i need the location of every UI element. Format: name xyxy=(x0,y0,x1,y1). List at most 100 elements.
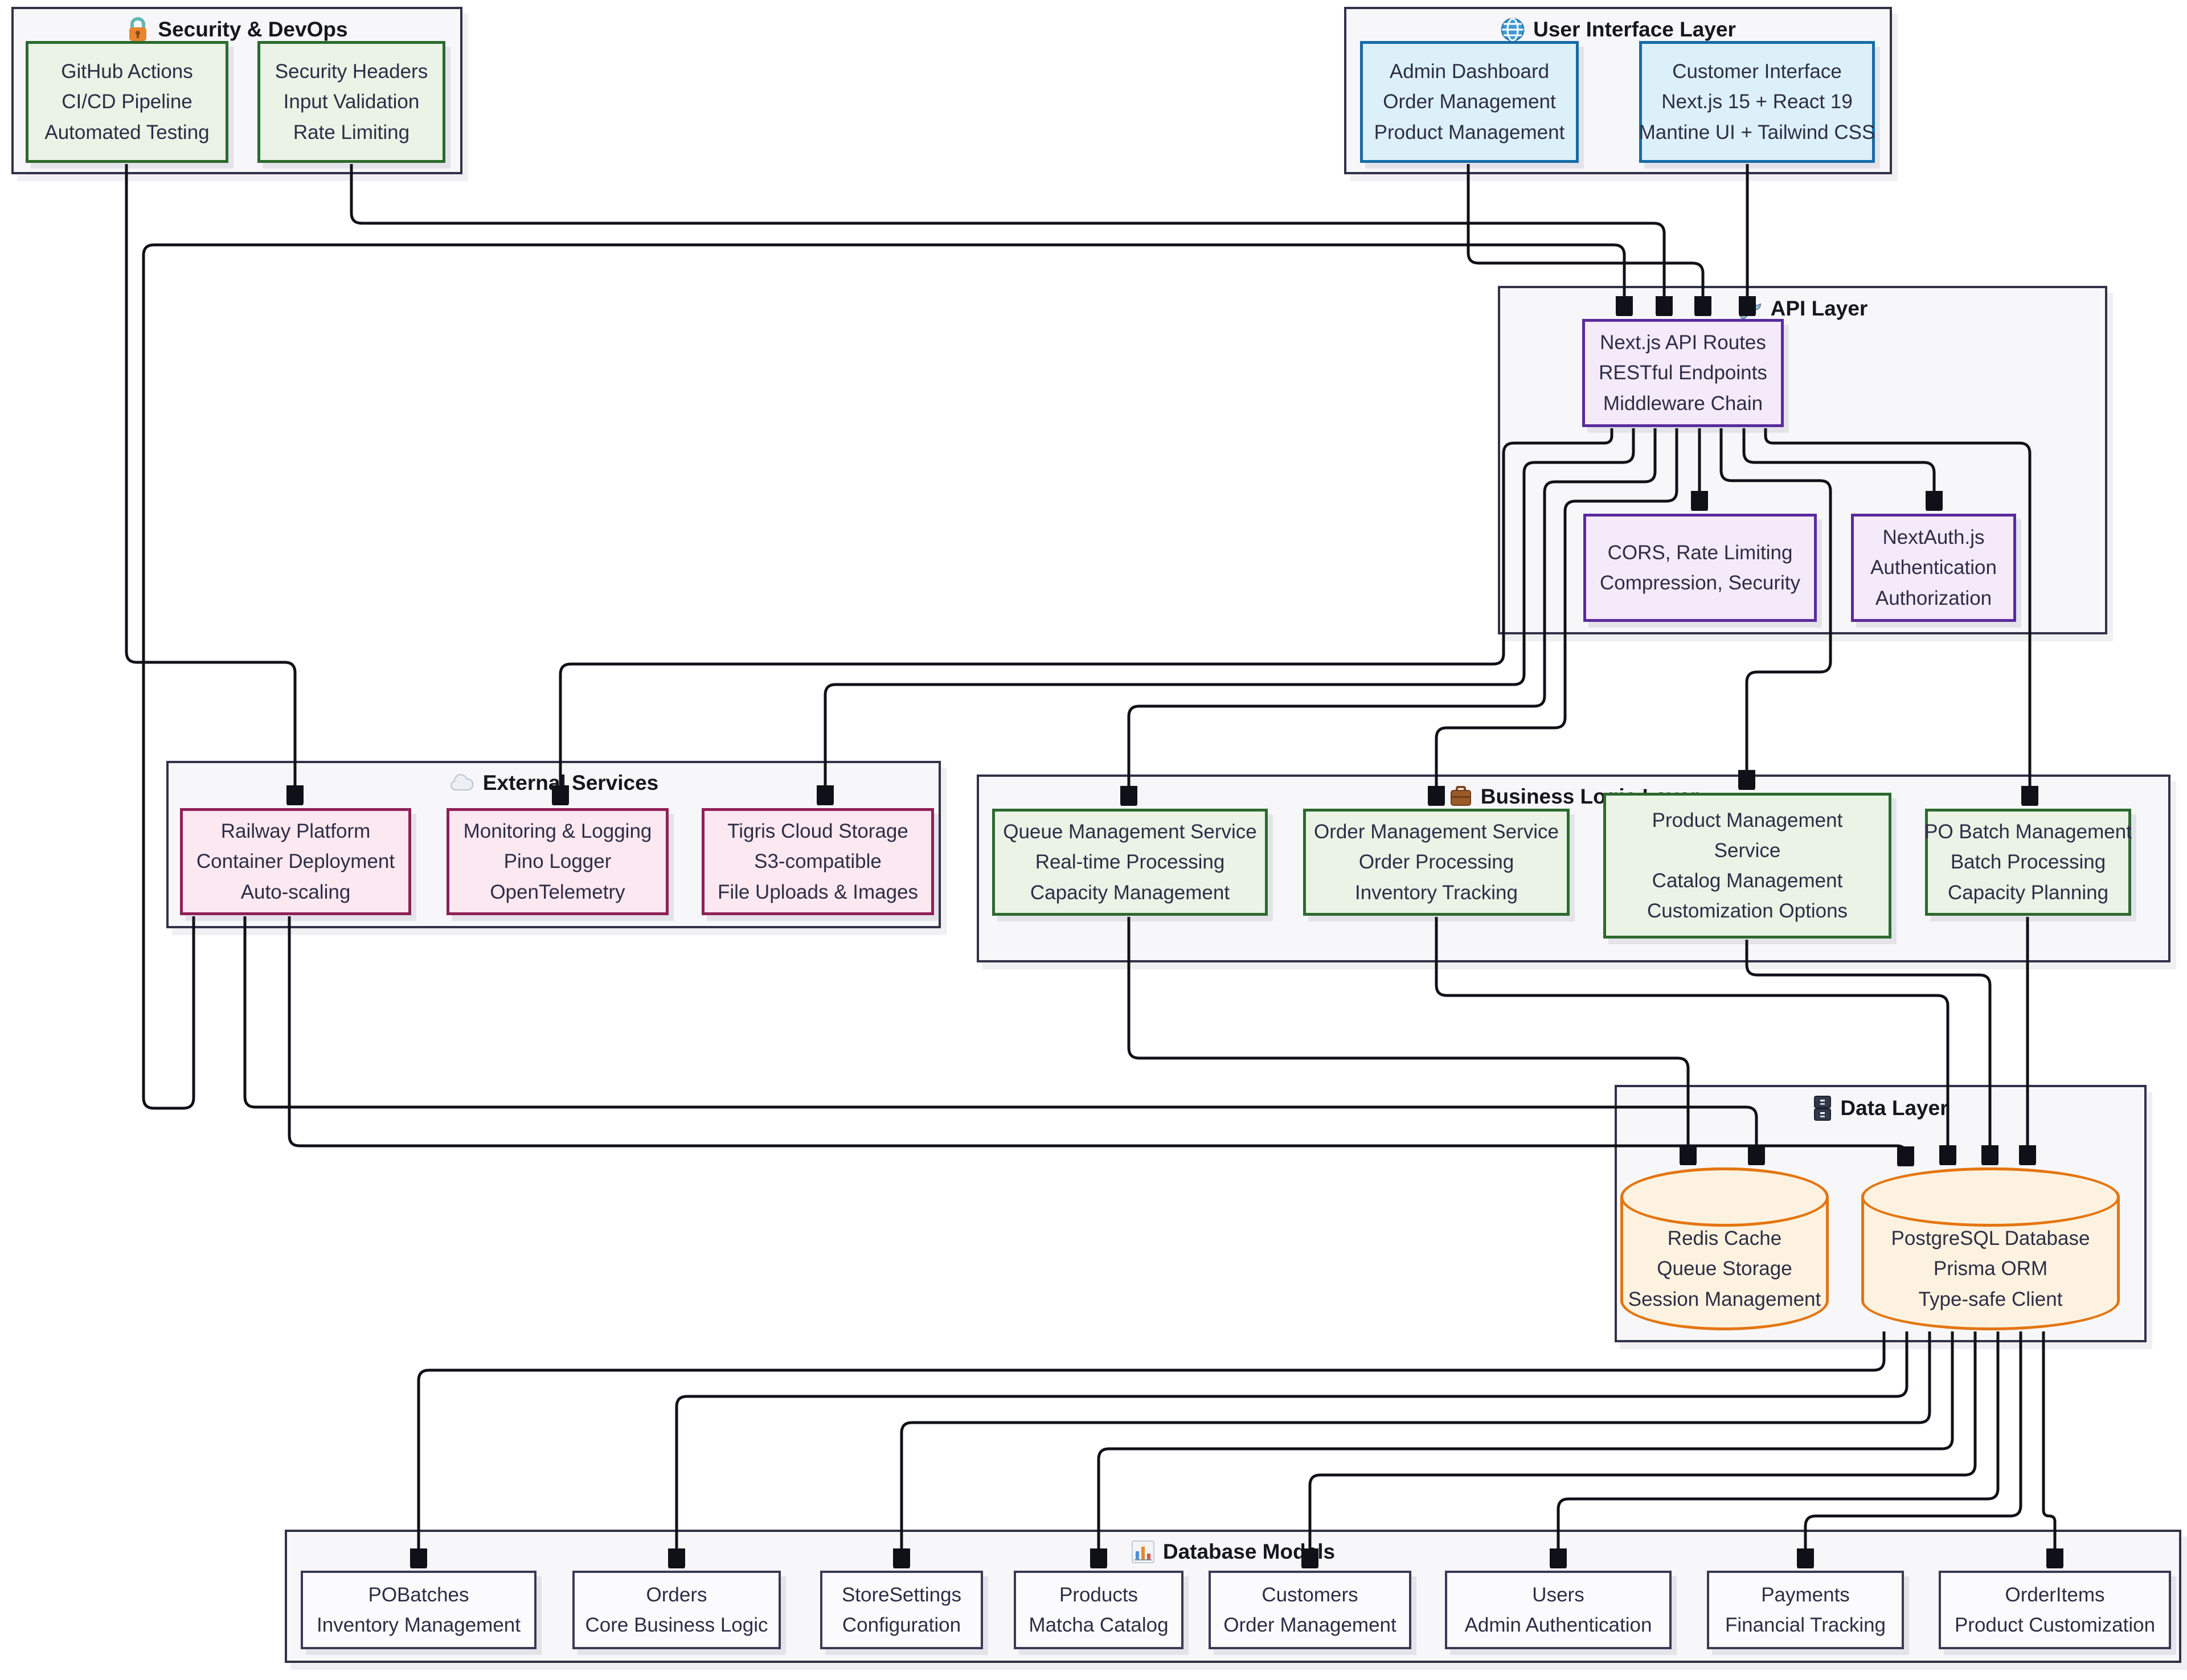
cylinder-top xyxy=(1861,1167,2120,1227)
node-label-line: OpenTelemetry xyxy=(490,880,625,903)
node-label-line: OrderItems xyxy=(2005,1583,2105,1606)
chart-icon xyxy=(1131,1540,1155,1564)
cylinder-top xyxy=(1620,1167,1829,1227)
node-label-line: Matcha Catalog xyxy=(1029,1614,1169,1636)
node-label-line: Order Management xyxy=(1383,91,1556,113)
node-label-line: Compression, Security xyxy=(1599,572,1801,594)
node-label-line: PO Batch Management xyxy=(1924,821,2132,843)
node-label-line: Middleware Chain xyxy=(1603,392,1763,415)
node-label-line: Order Processing xyxy=(1358,851,1514,874)
group-title-label: API Layer xyxy=(1770,297,1868,320)
node-label-line: Admin Dashboard xyxy=(1389,60,1550,83)
node-label-line: Next.js API Routes xyxy=(1600,331,1766,354)
node-label-line: Inventory Tracking xyxy=(1355,881,1518,904)
node-label-line: Session Management xyxy=(1628,1288,1821,1310)
node-label-line: Type-safe Client xyxy=(1918,1288,2063,1310)
node-label-line: Products xyxy=(1059,1583,1138,1606)
edge-sechead-routes xyxy=(350,164,1664,313)
edge-github-railway xyxy=(125,164,295,802)
node-label-line: File Uploads & Images xyxy=(717,880,919,903)
node-label-line: Capacity Management xyxy=(1030,881,1230,904)
node-label-line: Users xyxy=(1532,1583,1584,1606)
node-label-line: Container Deployment xyxy=(196,850,395,873)
node-label-line: Customer Interface xyxy=(1672,60,1842,83)
node-label-line: Input Validation xyxy=(283,91,420,113)
briefcase-icon xyxy=(1449,785,1473,809)
node-label-line: Real-time Processing xyxy=(1035,851,1225,874)
group-title-label: External Services xyxy=(482,771,659,794)
server-icon xyxy=(1813,1095,1832,1121)
group-title-label: Database Models xyxy=(1162,1540,1336,1563)
edge-routes-monitoring xyxy=(560,428,1613,802)
node-label-line: Security Headers xyxy=(275,60,428,83)
node-label-line: Service xyxy=(1714,839,1781,862)
node-label-line: RESTful Endpoints xyxy=(1599,362,1767,384)
node-label-line: Queue Management Service xyxy=(1003,821,1257,843)
node-label-line: PostgreSQL Database xyxy=(1891,1227,2090,1250)
node-label-line: Tigris Cloud Storage xyxy=(727,820,908,843)
node-label-line: CORS, Rate Limiting xyxy=(1607,541,1793,564)
node-label-line: Mantine UI + Tailwind CSS xyxy=(1639,121,1875,144)
cloud-icon xyxy=(449,772,475,794)
node-label-line: Authorization xyxy=(1875,587,1992,609)
globe-icon xyxy=(1500,17,1525,42)
group-title-ui: User Interface Layer xyxy=(1346,17,1890,42)
node-label-line: Inventory Management xyxy=(317,1614,521,1636)
node-label-line: Auto-scaling xyxy=(240,880,351,903)
node-label-line: Order Management Service xyxy=(1314,821,1559,843)
node-label-line: Customization Options xyxy=(1647,900,1848,923)
node-label-line: CI/CD Pipeline xyxy=(62,91,193,113)
node-label-line: Catalog Management xyxy=(1652,870,1843,892)
node-label-line: Redis Cache xyxy=(1667,1227,1782,1250)
node-label-line: Orders xyxy=(646,1583,707,1606)
node-label-line: Admin Authentication xyxy=(1464,1614,1652,1636)
node-label-line: S3-compatible xyxy=(754,850,882,873)
node-label-line: Authentication xyxy=(1870,556,1997,579)
group-title-external: External Services xyxy=(169,771,939,795)
node-label-line: Prisma ORM xyxy=(1933,1257,2048,1280)
node-label-line: Automated Testing xyxy=(44,121,210,144)
node-label-line: Monitoring & Logging xyxy=(463,820,652,843)
edge-railway-routes xyxy=(142,243,1624,1110)
node-label-line: Product Management xyxy=(1652,809,1843,831)
node-label-line: Payments xyxy=(1761,1583,1850,1606)
node-label-line: Product Customization xyxy=(1954,1614,2156,1636)
lock-icon xyxy=(126,17,150,42)
node-label-line: Batch Processing xyxy=(1950,851,2106,874)
node-label-line: Next.js 15 + React 19 xyxy=(1661,91,1853,113)
group-title-models: Database Models xyxy=(287,1540,2179,1564)
group-title-data: Data Layer xyxy=(1617,1095,2144,1121)
node-label-line: Configuration xyxy=(842,1614,961,1636)
node-label-line: Railway Platform xyxy=(220,820,371,843)
node-label-line: POBatches xyxy=(368,1583,469,1606)
node-label-line: Pino Logger xyxy=(503,850,612,873)
node-label-line: Capacity Planning xyxy=(1947,881,2109,904)
group-title-label: Security & DevOps xyxy=(158,18,348,41)
node-label-line: Queue Storage xyxy=(1657,1257,1792,1280)
node-label-line: NextAuth.js xyxy=(1882,526,1985,549)
group-title-api: API Layer xyxy=(1500,296,2105,321)
